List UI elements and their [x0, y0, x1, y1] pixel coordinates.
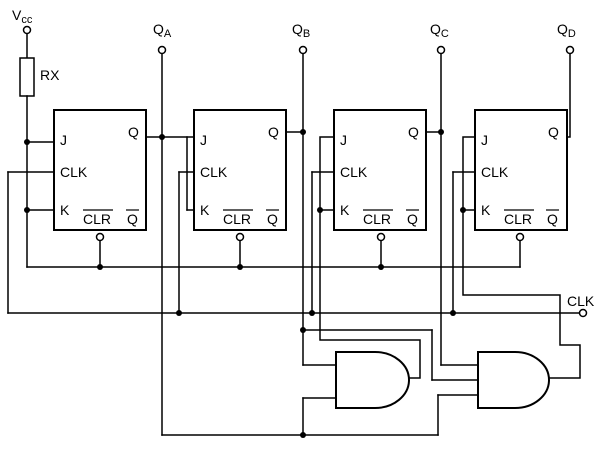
output-terminal-qc	[436, 45, 446, 55]
ff-d-j-pin: J	[481, 132, 488, 148]
ff-d-k-pin: K	[481, 202, 491, 218]
junction-dot	[460, 207, 466, 213]
junction-dot	[438, 129, 444, 135]
ff-b-j-pin: J	[200, 132, 207, 148]
junction-dot	[300, 129, 306, 135]
ff-b-clr-bubble	[235, 232, 245, 242]
gate-1-output-wire	[319, 136, 421, 379]
flip-flop-b: J CLK K Q CLR Q	[193, 109, 287, 242]
ff-c-clk-pin: CLK	[340, 164, 368, 180]
output-terminal-qd	[565, 45, 575, 55]
ff-b-q-pin: Q	[268, 124, 279, 140]
ff-c-qbar-pin: Q	[407, 211, 418, 227]
and-gate-2	[477, 351, 550, 409]
ff-c-k-pin: K	[340, 202, 350, 218]
ff-b-clr-pin: CLR	[223, 211, 251, 227]
flip-flop-a: J CLK K Q CLR Q	[53, 109, 147, 242]
junction-dot	[97, 264, 103, 270]
junction-dot	[309, 310, 315, 316]
output-label-qb: QB	[292, 21, 310, 40]
ff-d-qbar-pin: Q	[547, 211, 558, 227]
clock-terminal	[578, 308, 588, 318]
vcc-terminal	[22, 25, 32, 35]
flip-flop-d: J CLK K Q CLR Q	[474, 109, 568, 242]
ff-b-clk-pin: CLK	[200, 164, 228, 180]
ff-c-clr-pin: CLR	[363, 211, 391, 227]
ff-d-clk-pin: CLK	[481, 164, 509, 180]
junction-dot	[317, 207, 323, 213]
ff-a-k-pin: K	[60, 202, 70, 218]
output-label-qc: QC	[430, 21, 449, 40]
and-gate-1	[335, 351, 410, 409]
ff-d-q-pin: Q	[548, 124, 559, 140]
flip-flop-c: J CLK K Q CLR Q	[333, 109, 427, 242]
ff-d-clr-pin: CLR	[504, 211, 532, 227]
ff-a-j-pin: J	[60, 132, 67, 148]
junction-dot	[159, 134, 165, 140]
ff-a-clr-bubble	[95, 232, 105, 242]
vcc-label: Vcc	[12, 7, 33, 26]
junction-dot	[378, 264, 384, 270]
junction-dot	[24, 139, 30, 145]
ff-a-qbar-pin: Q	[127, 211, 138, 227]
ff-a-q-pin: Q	[128, 124, 139, 140]
ff-a-clr-pin: CLR	[83, 211, 111, 227]
junction-dot	[450, 310, 456, 316]
resistor-label: RX	[40, 67, 60, 83]
ff-c-j-pin: J	[340, 132, 347, 148]
ff-b-qbar-pin: Q	[267, 211, 278, 227]
ff-a-clk-pin: CLK	[60, 164, 88, 180]
junction-dot	[176, 310, 182, 316]
ff-d-clr-bubble	[515, 232, 525, 242]
clock-label: CLK	[567, 293, 595, 309]
output-label-qa: QA	[153, 21, 172, 40]
output-label-qd: QD	[557, 21, 576, 40]
resistor-rx	[19, 57, 35, 97]
junction-dot	[24, 207, 30, 213]
output-terminal-qa	[157, 45, 167, 55]
ff-c-clr-bubble	[376, 232, 386, 242]
gate-2-output-wire	[462, 136, 581, 379]
ff-c-q-pin: Q	[408, 124, 419, 140]
ff-b-k-pin: K	[200, 202, 210, 218]
junction-dot	[237, 264, 243, 270]
output-terminal-qb	[298, 45, 308, 55]
